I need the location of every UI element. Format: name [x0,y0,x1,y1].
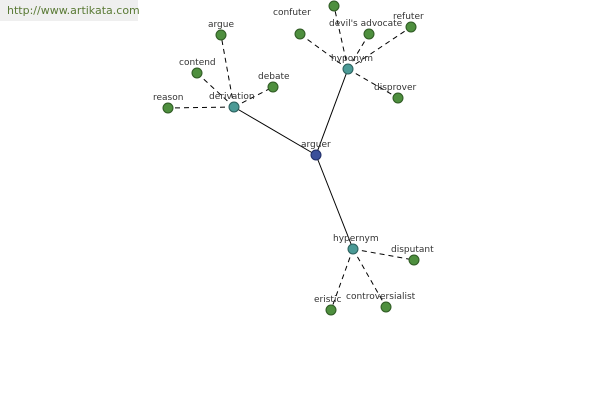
node-contend[interactable] [191,67,203,79]
edge-root-hyponym [315,68,349,156]
label-reason: reason [153,93,183,103]
node-disprover[interactable] [392,92,404,104]
label-devils-advocate: devil's advocate [329,19,403,29]
edge-derivation-debate [233,86,274,108]
node-unlabeled[interactable] [328,0,340,12]
edge-hypernym-eristic [330,248,354,311]
label-disputant: disputant [391,245,434,255]
label-eristic: eristic [314,295,341,305]
node-argue[interactable] [215,29,227,41]
node-hyponym[interactable] [342,63,354,75]
edge-hyponym-devils-advocate [347,33,370,70]
source-url-banner[interactable]: http://www.artikata.com [0,0,140,21]
edge-derivation-argue [220,34,235,108]
label-contend: contend [179,58,216,68]
edge-hyponym-unlabeled [333,5,349,70]
node-derivation[interactable] [228,101,240,113]
node-debate[interactable] [267,81,279,93]
node-disputant[interactable] [408,254,420,266]
edge-hyponym-refuter [347,26,412,70]
node-controversialist[interactable] [380,301,392,313]
node-devils-advocate[interactable] [363,28,375,40]
label-confuter: confuter [273,8,311,18]
label-argue: argue [208,20,234,30]
edge-root-derivation [233,106,317,156]
edge-derivation-reason [167,106,235,109]
label-debate: debate [258,72,290,82]
edge-hyponym-confuter [299,33,349,70]
node-refuter[interactable] [405,21,417,33]
node-confuter[interactable] [294,28,306,40]
label-refuter: refuter [393,12,424,22]
label-controversialist: controversialist [346,292,416,302]
edge-hyponym-disprover [347,68,399,99]
node-eristic[interactable] [325,304,337,316]
edge-hypernym-disputant [352,248,415,261]
node-reason[interactable] [162,102,174,114]
label-arguer: arguer [301,140,331,150]
label-derivation: derivation [209,92,255,102]
label-hypernym: hypernym [333,234,379,244]
label-disprover: disprover [374,83,416,93]
label-hyponym: hyponym [331,54,373,64]
edge-hypernym-controversialist [352,248,387,308]
node-arguer[interactable] [310,149,322,161]
node-hypernym[interactable] [347,243,359,255]
edge-root-hypernym [315,154,354,250]
